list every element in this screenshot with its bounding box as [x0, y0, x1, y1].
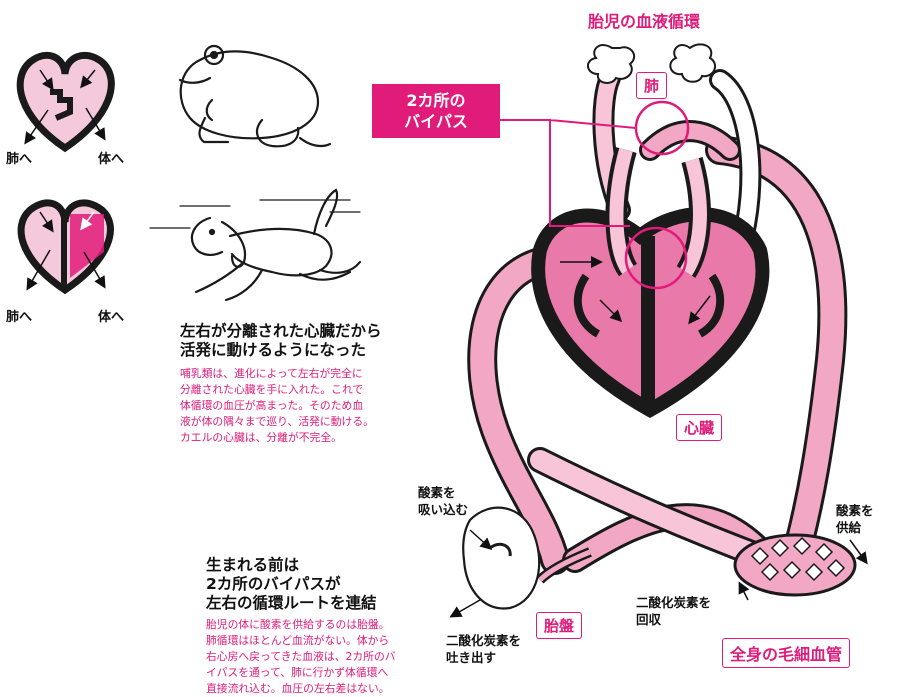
- co2-collect-label: 二酸化炭素を 回収: [636, 594, 711, 628]
- bypass-connector: [500, 119, 637, 227]
- diagram-title: 胎児の血液循環: [588, 12, 701, 31]
- capillary-bed-illustration: [733, 533, 857, 597]
- bottom-body-line4: イパスを通って、肺に行かず体循環へ: [206, 666, 389, 679]
- bottom-body-line1: 胎児の体に酸素を供給するのは胎盤。: [206, 618, 390, 631]
- bottom-heading-line1: 生まれる前は: [206, 556, 300, 574]
- co2-collect-line1: 二酸化炭素を: [636, 595, 712, 610]
- bypass-circle-foramen: [624, 226, 688, 290]
- left-body-line5: カエルの心臓は、分離が不完全。: [180, 431, 342, 444]
- oxygen-supply-line1: 酸素を: [836, 503, 874, 518]
- bypass-circle-ductus: [634, 100, 690, 156]
- lung-tag: 肺: [636, 72, 668, 99]
- mammal-to-body-label: 体へ: [98, 310, 125, 325]
- fetal-heart-illustration: [531, 147, 770, 419]
- dog-illustration: [149, 188, 362, 302]
- left-body-line2: 分離された心臓を手に入れた。これで: [180, 383, 364, 396]
- left-panel-text: 左右が分離された心臓だから 活発に動けるようになった 哺乳類は、進化によって左右…: [180, 322, 420, 446]
- left-body-line3: 体循環の血圧が高まった。そのため血: [180, 399, 364, 412]
- oxygen-supply-line2: 供給: [836, 520, 862, 535]
- left-body-line1: 哺乳類は、進化によって左右が完全に: [180, 367, 363, 380]
- bottom-body-line2: 肺循環はほとんど血流がない。体から: [206, 634, 390, 647]
- bypass-line2: バイパス: [404, 112, 468, 131]
- frog-to-body-label: 体へ: [98, 152, 125, 167]
- bottom-heading-line3: 左右の循環ルートを連結: [206, 594, 377, 612]
- bottom-heading-line2: 2カ所のバイパスが: [206, 575, 341, 593]
- oxygen-intake-label: 酸素を 吸い込む: [418, 484, 468, 518]
- frog-illustration: [178, 44, 332, 148]
- bypass-callout: 2カ所の バイパス: [372, 84, 500, 138]
- co2-exhale-line2: 吐き出す: [446, 650, 497, 665]
- placenta-tag: 胎盤: [536, 612, 583, 639]
- lungs-illustration: [587, 43, 717, 84]
- left-heading-line1: 左右が分離された心臓だから: [180, 322, 382, 340]
- oxygen-intake-line1: 酸素を: [418, 485, 456, 500]
- placenta-illustration: [462, 506, 592, 610]
- bypass-line1: 2カ所の: [406, 91, 466, 110]
- co2-collect-line2: 回収: [636, 612, 662, 627]
- heart-tag: 心臓: [676, 414, 723, 441]
- frog-to-lung-label: 肺へ: [6, 152, 33, 167]
- co2-exhale-line1: 二酸化炭素を: [446, 633, 522, 648]
- mammal-heart-icon: [17, 199, 114, 295]
- left-body-line4: 液が体の隅々まで巡り、活発に動ける。: [180, 415, 374, 428]
- oxygen-intake-line2: 吸い込む: [418, 502, 469, 517]
- mammal-to-lung-label: 肺へ: [6, 310, 33, 325]
- bottom-panel-text: 生まれる前は 2カ所のバイパスが 左右の循環ルートを連結 胎児の体に酸素を供給す…: [206, 556, 436, 697]
- capillaries-tag: 全身の毛細血管: [722, 638, 851, 668]
- co2-exhale-label: 二酸化炭素を 吐き出す: [446, 632, 521, 666]
- bottom-body-line3: 右心房へ戻ってきた血液は、2カ所のバ: [206, 650, 396, 663]
- bottom-body-line5: 直接流れ込む。血圧の左右差はない。: [206, 682, 390, 695]
- oxygen-supply-label: 酸素を 供給: [836, 502, 874, 536]
- left-heading-line2: 活発に動けるようになった: [180, 341, 367, 359]
- frog-heart-icon: [16, 51, 115, 153]
